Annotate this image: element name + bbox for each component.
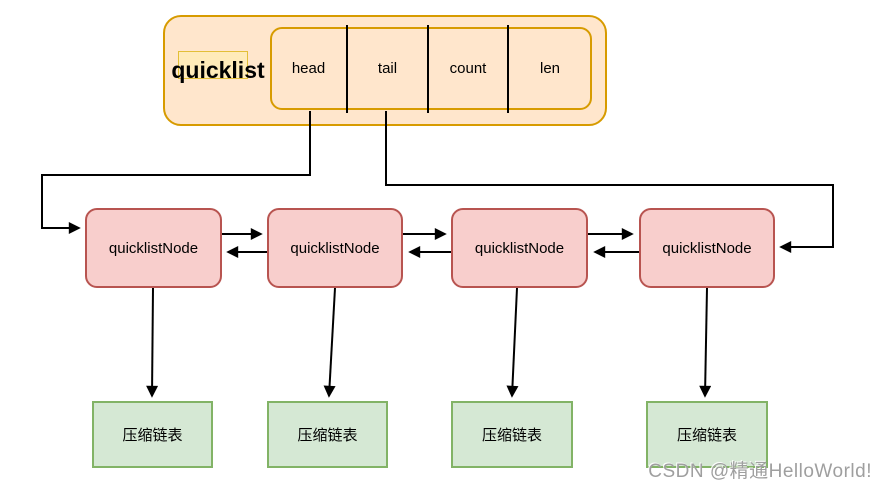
field-count: count: [449, 60, 487, 77]
quicklist-title: quicklist: [171, 57, 265, 83]
field-head: head: [291, 60, 326, 77]
quicklist-node-1: quicklistNode: [85, 208, 222, 288]
ziplist-box-4: 压缩链表: [646, 401, 768, 468]
quicklist-node-3: quicklistNode: [451, 208, 588, 288]
field-tail: tail: [377, 60, 398, 77]
ziplist-arrow-1: [146, 287, 159, 398]
quicklist-node-2: quicklistNode: [267, 208, 403, 288]
ziplist-box-1: 压缩链表: [92, 401, 213, 468]
quicklist-title-highlight: [178, 51, 248, 79]
quicklist-struct-box: [270, 27, 592, 110]
field-len: len: [539, 60, 561, 77]
csdn-watermark: CSDN @精通HelloWorld!: [648, 461, 872, 482]
ziplist-box-2: 压缩链表: [267, 401, 388, 468]
ziplist-arrow-2: [323, 287, 336, 398]
ziplist-arrow-3: [506, 287, 519, 398]
ziplist-box-3: 压缩链表: [451, 401, 573, 468]
quicklist-node-4: quicklistNode: [639, 208, 775, 288]
ziplist-arrow-4: [699, 287, 712, 398]
